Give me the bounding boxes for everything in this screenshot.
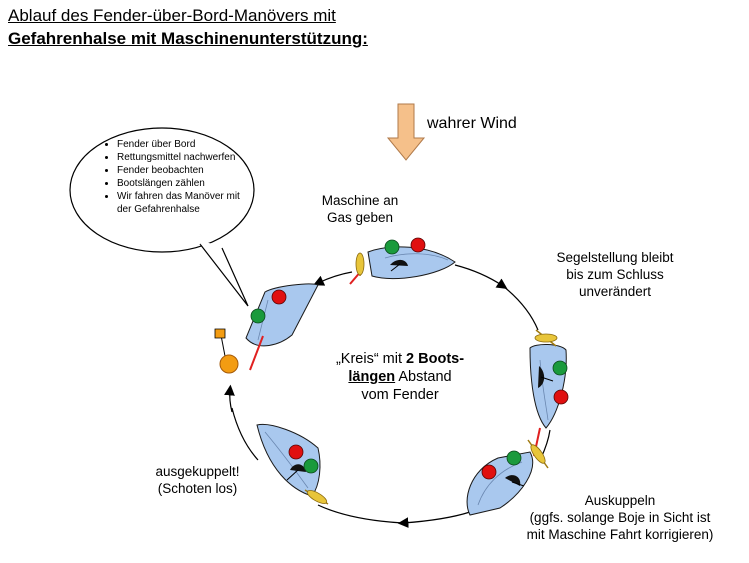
center-part-1: „Kreis“ mit (335, 351, 407, 367)
sail-icon (390, 259, 408, 266)
boat-3 (529, 329, 569, 457)
boat-2 (349, 237, 456, 285)
port-light-icon (553, 389, 569, 405)
label-maschine-line-1: Maschine an (321, 193, 399, 208)
port-light-icon (481, 464, 497, 480)
starboard-light-icon (250, 308, 266, 324)
port-light-icon (410, 237, 426, 253)
title-line-2: Gefahrenhalse mit Maschinenunterstützung… (8, 29, 368, 48)
wind-label: wahrer Wind (427, 115, 517, 132)
bubble-item: Fender über Bord (117, 138, 257, 151)
propeller-icon (530, 444, 546, 464)
wind-arrow-icon (386, 103, 426, 161)
starboard-light-icon (303, 458, 319, 474)
label-segelstellung-line-1: Segelstellung bleibt (556, 250, 674, 265)
starboard-light-icon (552, 360, 568, 376)
fender-icon (214, 328, 239, 374)
center-line-2: längen Abstand (305, 368, 495, 386)
label-auskuppeln-line-2: (ggfs. solange Boje in Sicht ist (529, 510, 711, 525)
boat-5 (256, 423, 329, 505)
bubble-item: Rettungsmittel nachwerfen (117, 151, 257, 164)
label-auskuppeln-line-1: Auskuppeln (584, 493, 656, 508)
propeller-icon (306, 490, 328, 504)
label-maschine-line-2: Gas geben (326, 210, 394, 225)
label-maschine: Maschine an Gas geben (305, 192, 415, 226)
label-ausgekuppelt-line-1: ausgekuppelt! (155, 464, 240, 479)
port-light-icon (288, 444, 304, 460)
sail-icon (290, 464, 306, 472)
label-segelstellung-line-3: unverändert (578, 284, 652, 299)
bubble-list: Fender über Bord Rettungsmittel nachwerf… (100, 138, 257, 216)
label-auskuppeln-line-3: mit Maschine Fahrt korrigieren) (526, 527, 714, 542)
center-bold-2: längen (348, 369, 396, 385)
propeller-icon (355, 252, 365, 276)
starboard-light-icon (506, 450, 522, 466)
label-auskuppeln: Auskuppeln (ggfs. solange Boje in Sicht … (505, 492, 735, 543)
circle-path (224, 264, 551, 529)
speech-bubble (69, 127, 255, 307)
boat-1 (245, 283, 319, 371)
bubble-item: Wir fahren das Manöver mit der Gefahrenh… (117, 190, 257, 216)
center-line-1: „Kreis“ mit 2 Boots- (305, 350, 495, 368)
center-bold-1: 2 Boots- (406, 351, 465, 367)
bubble-item: Bootslängen zählen (117, 177, 257, 190)
center-label: „Kreis“ mit 2 Boots- längen Abstand vom … (305, 350, 495, 404)
label-segelstellung: Segelstellung bleibt bis zum Schluss unv… (545, 249, 685, 300)
port-light-icon (271, 289, 287, 305)
title-line-1: Ablauf des Fender-über-Bord-Manövers mit (8, 6, 336, 25)
bubble-item: Fender beobachten (117, 164, 257, 177)
label-ausgekuppelt-line-2: (Schoten los) (157, 481, 238, 496)
label-ausgekuppelt: ausgekuppelt! (Schoten los) (140, 463, 255, 497)
propeller-icon (534, 333, 558, 343)
center-line-3: vom Fender (361, 387, 439, 403)
center-part-2: Abstand (395, 369, 452, 385)
label-segelstellung-line-2: bis zum Schluss (566, 267, 664, 282)
boat-4 (466, 439, 549, 516)
starboard-light-icon (384, 239, 400, 255)
